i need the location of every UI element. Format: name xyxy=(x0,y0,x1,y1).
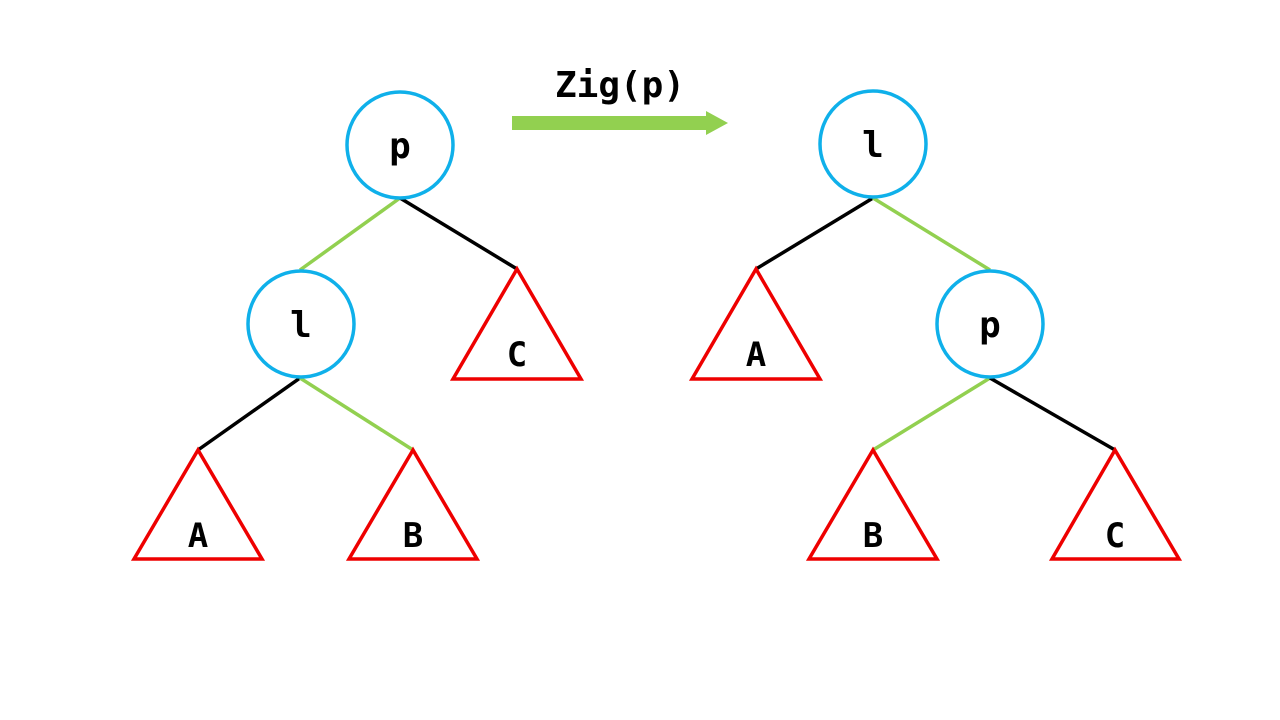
node-label: p xyxy=(389,126,411,167)
subtree-label: C xyxy=(507,335,527,375)
subtree-b: B xyxy=(805,446,941,561)
subtree-label: A xyxy=(746,335,766,375)
edge-p-l xyxy=(298,196,402,272)
node-p: p xyxy=(345,90,455,200)
edge-p-b xyxy=(872,376,991,452)
subtree-b: B xyxy=(345,446,481,561)
node-l: l xyxy=(818,89,928,199)
subtree-c: C xyxy=(1048,446,1183,561)
edge-p-c xyxy=(989,376,1116,452)
node-l: l xyxy=(246,269,356,379)
node-label: p xyxy=(979,305,1001,346)
node-label: l xyxy=(290,305,312,346)
before-tree: p l A B C xyxy=(130,90,585,561)
subtree-label: B xyxy=(863,516,883,556)
subtree-a: A xyxy=(688,265,824,381)
edge-l-p xyxy=(872,196,991,272)
subtree-a: A xyxy=(130,446,266,561)
diagram-title: Zig(p) xyxy=(555,65,685,106)
edge-l-a xyxy=(196,376,302,452)
node-p: p xyxy=(935,269,1045,379)
subtree-c: C xyxy=(449,265,585,381)
node-label: l xyxy=(862,125,884,166)
after-tree: l p A B C xyxy=(688,89,1183,561)
rotation-arrow-icon xyxy=(512,111,728,135)
edge-l-a xyxy=(755,196,874,271)
edge-p-c xyxy=(399,196,518,271)
subtree-label: C xyxy=(1105,516,1125,556)
edge-l-b xyxy=(299,376,414,452)
subtree-label: A xyxy=(188,516,208,556)
subtree-label: B xyxy=(403,516,423,556)
